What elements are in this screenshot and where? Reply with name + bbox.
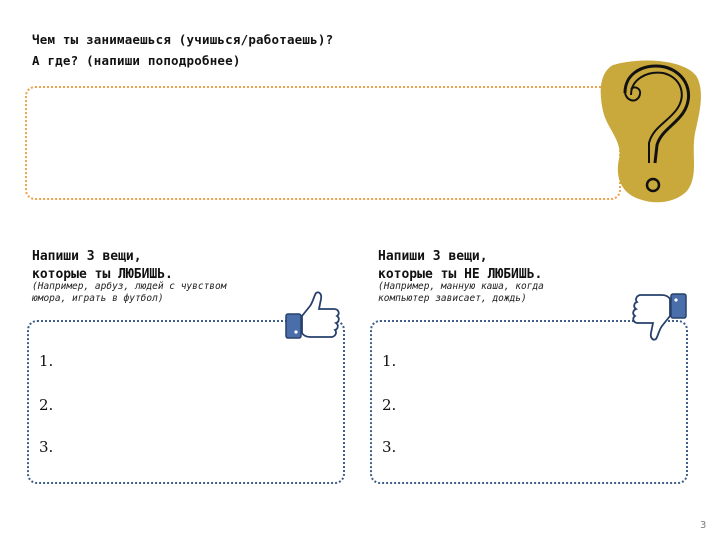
question-mark-icon — [600, 60, 701, 203]
dislikes-example: (Например, манную каша, когда компьютер … — [378, 281, 638, 305]
dislikes-title: Напиши 3 вещи, которые ты НЕ ЛЮБИШЬ. — [378, 248, 542, 284]
dislikes-item-1: 1. — [382, 352, 397, 370]
likes-example-line-2: юмора, играть в футбол) — [32, 293, 164, 304]
dislikes-title-line-1: Напиши 3 вещи, — [378, 249, 488, 264]
likes-item-1: 1. — [39, 352, 54, 370]
likes-example: (Например, арбуз, людей с чувством юмора… — [32, 281, 292, 305]
question-line-1: Чем ты занимаешься (учишься/работаешь)? — [32, 32, 334, 47]
dislikes-example-line-2: компьютер зависает, дождь) — [378, 293, 527, 304]
dislikes-list-box[interactable]: 1. 2. 3. — [370, 320, 688, 484]
likes-list-box[interactable]: 1. 2. 3. — [27, 320, 345, 484]
likes-title-line-1: Напиши 3 вещи, — [32, 249, 142, 264]
likes-example-line-1: (Например, арбуз, людей с чувством — [32, 281, 227, 292]
dislikes-item-3: 3. — [382, 438, 397, 456]
likes-item-2: 2. — [39, 396, 54, 414]
page-number: 3 — [700, 520, 707, 531]
question-line-2: А где? (напиши поподробнее) — [32, 53, 241, 68]
dislikes-example-line-1: (Например, манную каша, когда — [378, 281, 544, 292]
thumbs-up-icon — [285, 291, 340, 339]
dislikes-item-2: 2. — [382, 396, 397, 414]
answer-box[interactable] — [25, 86, 621, 200]
thumbs-down-icon — [632, 293, 687, 341]
likes-title: Напиши 3 вещи, которые ты ЛЮБИШЬ. — [32, 248, 173, 284]
likes-title-line-2: которые ты ЛЮБИШЬ. — [32, 267, 173, 282]
likes-item-3: 3. — [39, 438, 54, 456]
dislikes-title-line-2: которые ты НЕ ЛЮБИШЬ. — [378, 267, 543, 282]
